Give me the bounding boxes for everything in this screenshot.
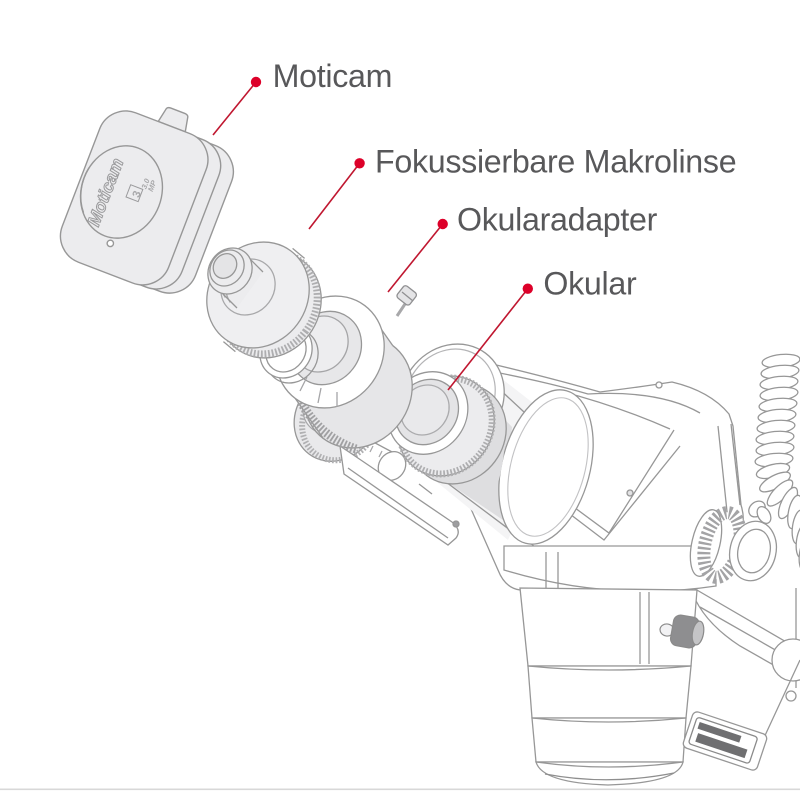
svg-text:Okular: Okular xyxy=(543,266,637,302)
svg-text:Okularadapter: Okularadapter xyxy=(457,201,658,237)
svg-text:Fokussierbare Makrolinse: Fokussierbare Makrolinse xyxy=(375,144,736,180)
svg-text:Moticam: Moticam xyxy=(273,58,393,94)
svg-text:3: 3 xyxy=(131,189,144,199)
svg-text:MP: MP xyxy=(146,178,159,193)
svg-text:3.0: 3.0 xyxy=(139,177,151,191)
